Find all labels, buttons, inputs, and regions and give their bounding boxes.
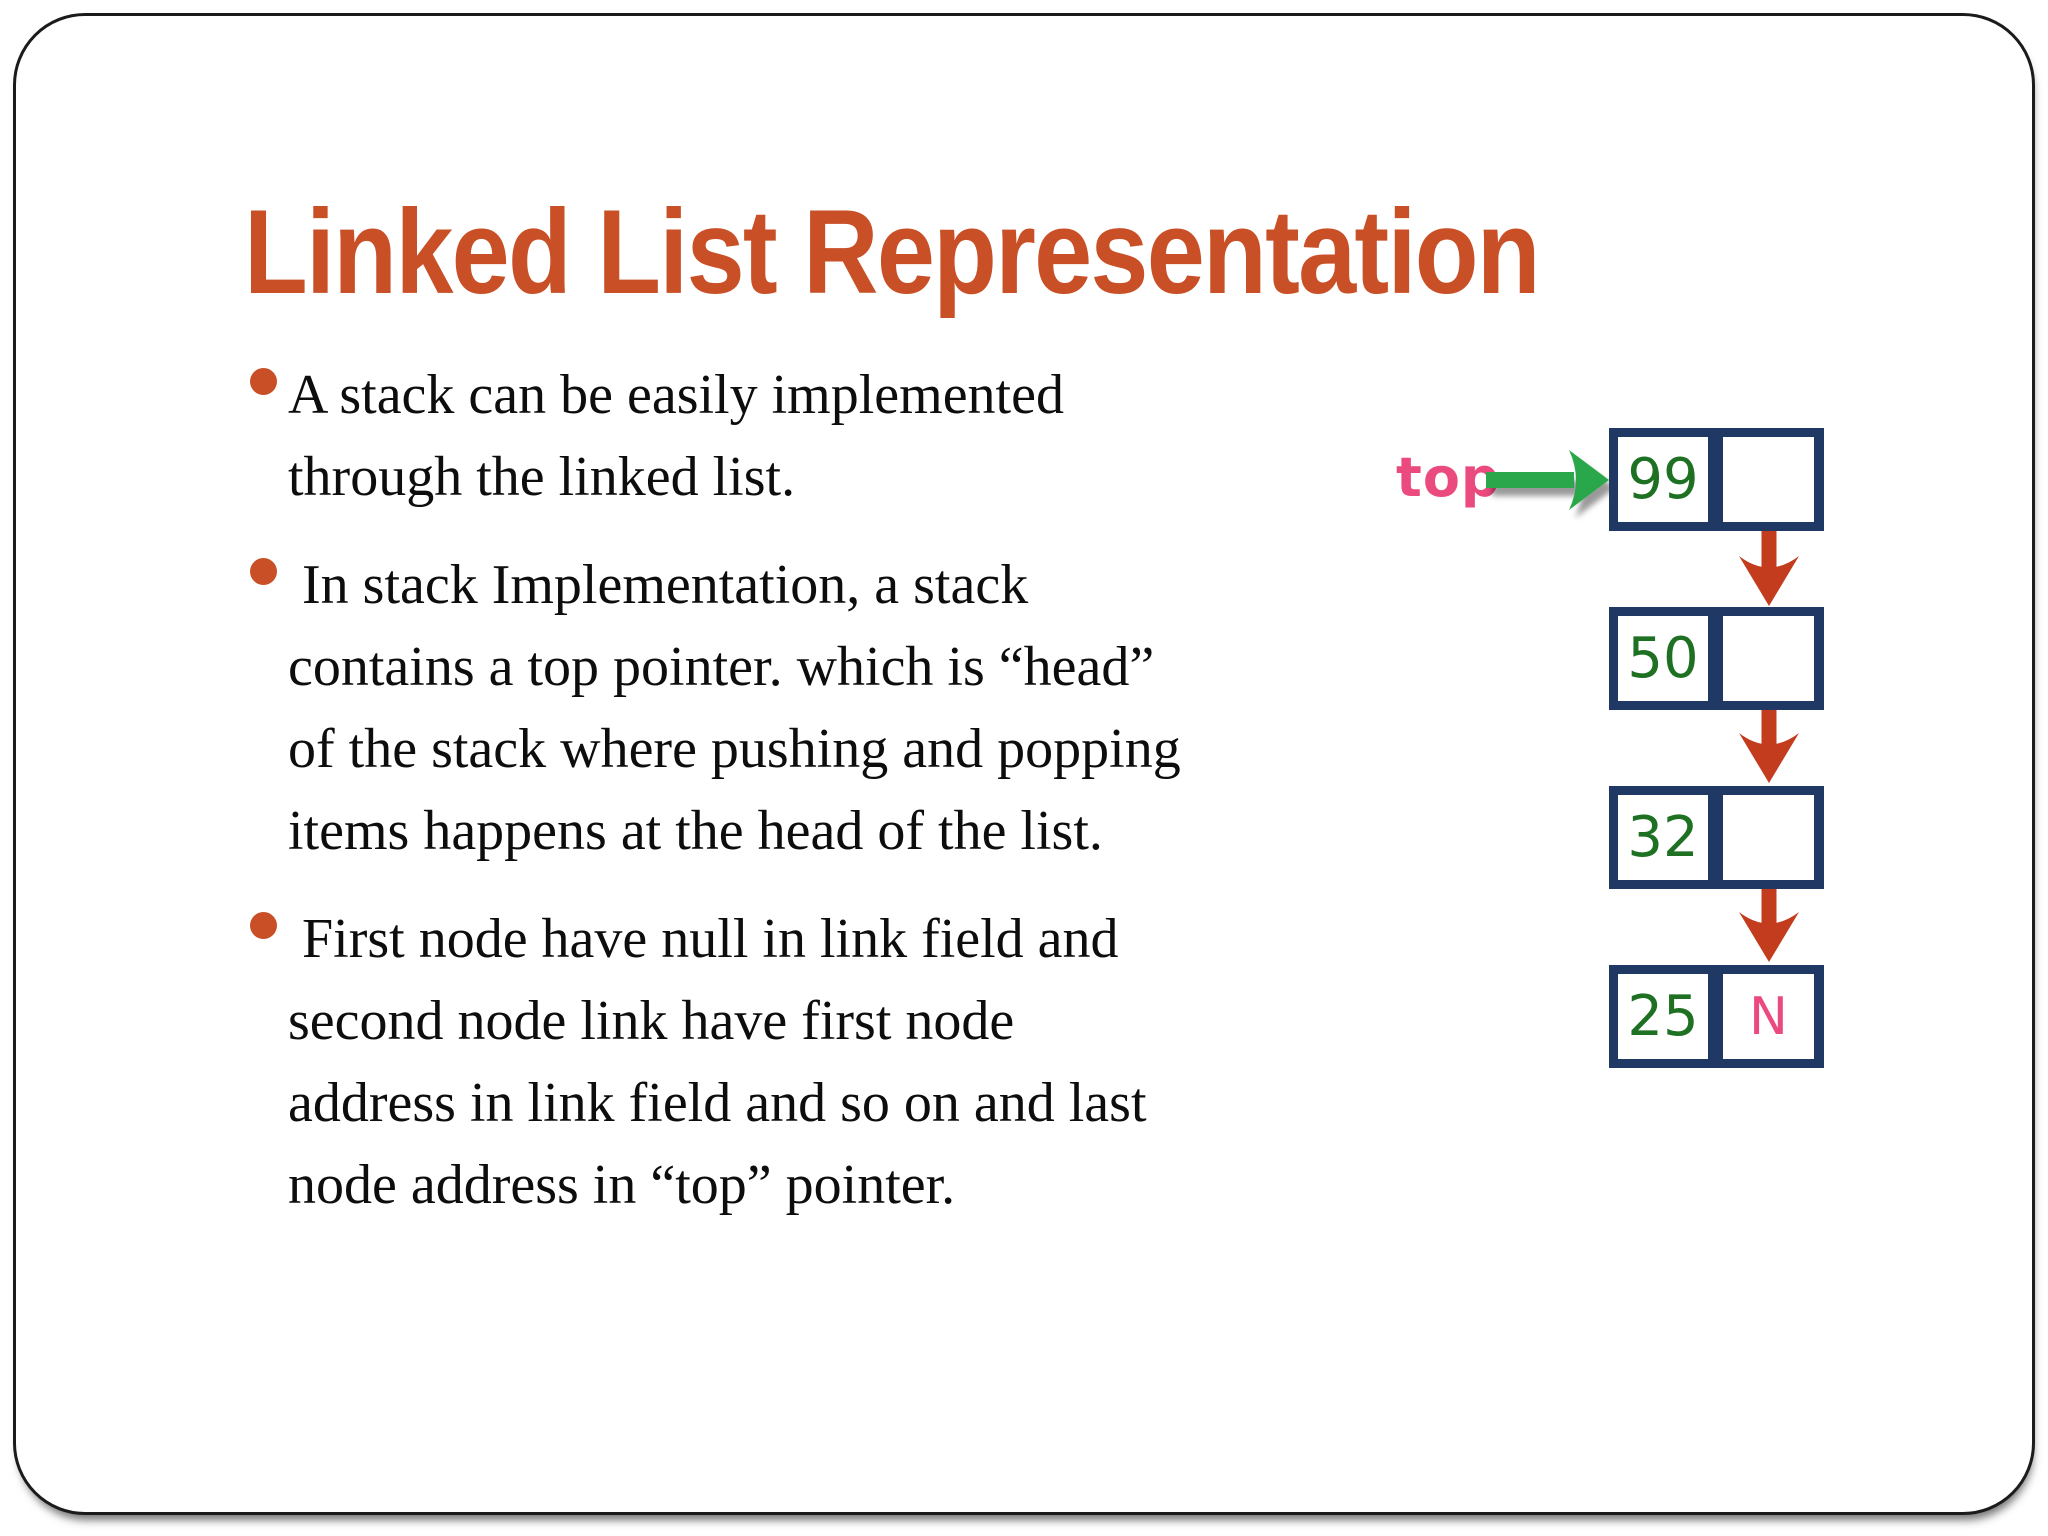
- node-data-cell: 32: [1618, 795, 1708, 880]
- node-value: 50: [1627, 626, 1699, 691]
- linked-list-diagram: top: [1386, 406, 1866, 1106]
- node-link-cell: N: [1723, 974, 1814, 1059]
- node-link-cell: [1723, 795, 1814, 880]
- bullet-icon: [250, 912, 277, 939]
- node-value: 32: [1627, 805, 1699, 870]
- list-node-25: 25 N: [1609, 965, 1824, 1068]
- top-pointer-label: top: [1396, 446, 1501, 509]
- list-node-50: 50: [1609, 607, 1824, 710]
- node-data-cell: 99: [1618, 437, 1708, 522]
- bullet-icon: [250, 558, 277, 585]
- page-title: Linked List Representation: [244, 185, 1541, 319]
- node-link-cell: [1723, 616, 1814, 701]
- node-value: 99: [1627, 447, 1699, 512]
- bullet-text: In stack Implementation, a stack contain…: [288, 554, 1181, 862]
- node-link-cell: [1723, 437, 1814, 522]
- slide: Linked List Representation A stack can b…: [13, 13, 2035, 1515]
- bullet-text: First node have null in link field and s…: [288, 908, 1147, 1216]
- list-item: In stack Implementation, a stack contain…: [231, 544, 1361, 872]
- node-link-value: N: [1749, 986, 1788, 1047]
- node-data-cell: 25: [1618, 974, 1708, 1059]
- list-node-32: 32: [1609, 786, 1824, 889]
- list-item: First node have null in link field and s…: [231, 898, 1361, 1226]
- list-item: A stack can be easily implemented throug…: [231, 354, 1361, 518]
- bullet-icon: [250, 368, 277, 395]
- top-pointer-arrow-icon: [1486, 450, 1609, 510]
- bullet-text: A stack can be easily implemented throug…: [288, 364, 1064, 508]
- node-data-cell: 50: [1618, 616, 1708, 701]
- bullet-list: A stack can be easily implemented throug…: [231, 354, 1361, 1252]
- list-node-99: 99: [1609, 428, 1824, 531]
- node-value: 25: [1627, 984, 1699, 1049]
